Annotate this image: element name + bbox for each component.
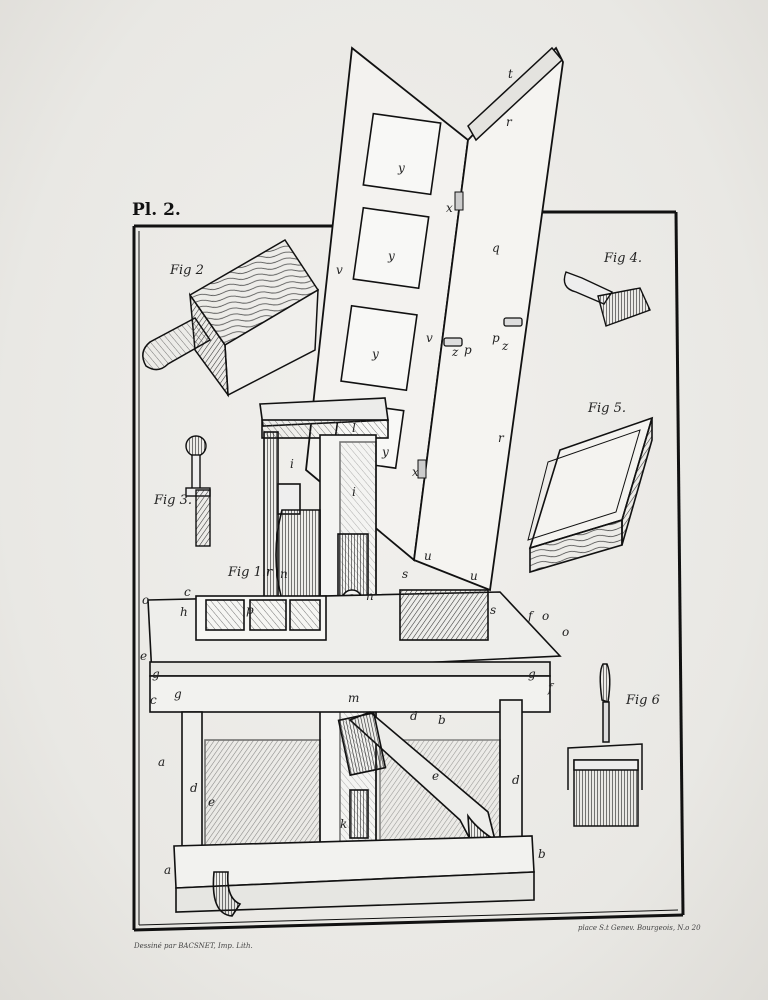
letter-i: i	[290, 457, 294, 471]
part-letters: t r y x y q v v y z p p z r y x l i i n …	[140, 67, 569, 877]
letter-q: q	[492, 241, 500, 255]
letter-g: g	[152, 667, 160, 681]
letter-l: l	[352, 421, 356, 435]
press-body	[147, 397, 562, 917]
letter-y: y	[371, 347, 379, 361]
letter-t: t	[508, 67, 513, 81]
letter-o: o	[562, 625, 569, 639]
letter-p: p	[246, 603, 254, 617]
letter-m: m	[348, 691, 359, 705]
figure-labels: Fig 2 Fig 4. Fig 5. Fig 3. Fig 1.r Fig 6	[153, 251, 660, 708]
letter-h: h	[180, 605, 188, 619]
letter-v: v	[336, 263, 343, 277]
letter-p: p	[492, 331, 500, 345]
letter-c: c	[150, 693, 157, 707]
letter-n: n	[280, 567, 288, 581]
letter-g: g	[528, 667, 536, 681]
letter-o: o	[142, 593, 149, 607]
fig5-label: Fig 5.	[587, 401, 626, 416]
letter-y: y	[381, 445, 389, 459]
tympan-frame	[413, 46, 564, 592]
letter-b: b	[538, 847, 546, 861]
letter-c: c	[184, 585, 191, 599]
letter-e: e	[432, 769, 439, 783]
letter-k: k	[340, 817, 347, 831]
letter-r: r	[498, 431, 505, 445]
letter-d: d	[410, 709, 418, 723]
letter-u: u	[470, 569, 478, 583]
fig4-label: Fig 4.	[603, 251, 642, 266]
fig3-clamp	[185, 435, 211, 547]
letter-n: n	[366, 589, 374, 603]
letter-v: v	[426, 331, 433, 345]
fig3-label: Fig 3.	[153, 493, 192, 508]
frisket-frame	[305, 46, 469, 562]
letter-i: i	[352, 485, 356, 499]
letter-s: s	[490, 603, 496, 617]
footer-left-credit: Dessiné par BACSNET, Imp. Lith.	[133, 942, 253, 950]
fig4-brush	[563, 271, 651, 327]
fig2-label: Fig 2	[169, 263, 204, 278]
letter-f: f	[547, 681, 555, 695]
letter-g: g	[174, 687, 182, 701]
footer-right-credit: place S.t Genev. Bourgeois, N.o 20	[578, 924, 701, 932]
fig1-label: Fig 1.r	[227, 565, 273, 580]
fig2-ink-block	[142, 238, 320, 398]
letter-x: x	[446, 201, 453, 215]
plate-border	[132, 210, 685, 932]
letter-d: d	[190, 781, 198, 795]
letter-o: o	[542, 609, 549, 623]
fig6-label: Fig 6	[625, 693, 660, 708]
fig5-tray	[527, 416, 654, 574]
letter-y: y	[387, 249, 395, 263]
fig6-roller	[567, 663, 643, 827]
letter-e: e	[140, 649, 147, 663]
letter-a: a	[164, 863, 171, 877]
letter-y: y	[397, 161, 405, 175]
letter-u: u	[424, 549, 432, 563]
letter-f: f	[527, 609, 535, 623]
letter-a: a	[158, 755, 165, 769]
letter-z: z	[451, 345, 459, 359]
letter-p: p	[464, 343, 472, 357]
letter-e: e	[208, 795, 215, 809]
letter-b: b	[438, 713, 446, 727]
letter-s: s	[402, 567, 408, 581]
letter-z: z	[501, 339, 509, 353]
letter-x: x	[412, 465, 419, 479]
plate-title: Pl. 2.	[132, 200, 181, 220]
letter-d: d	[512, 773, 520, 787]
letter-r: r	[506, 115, 513, 129]
